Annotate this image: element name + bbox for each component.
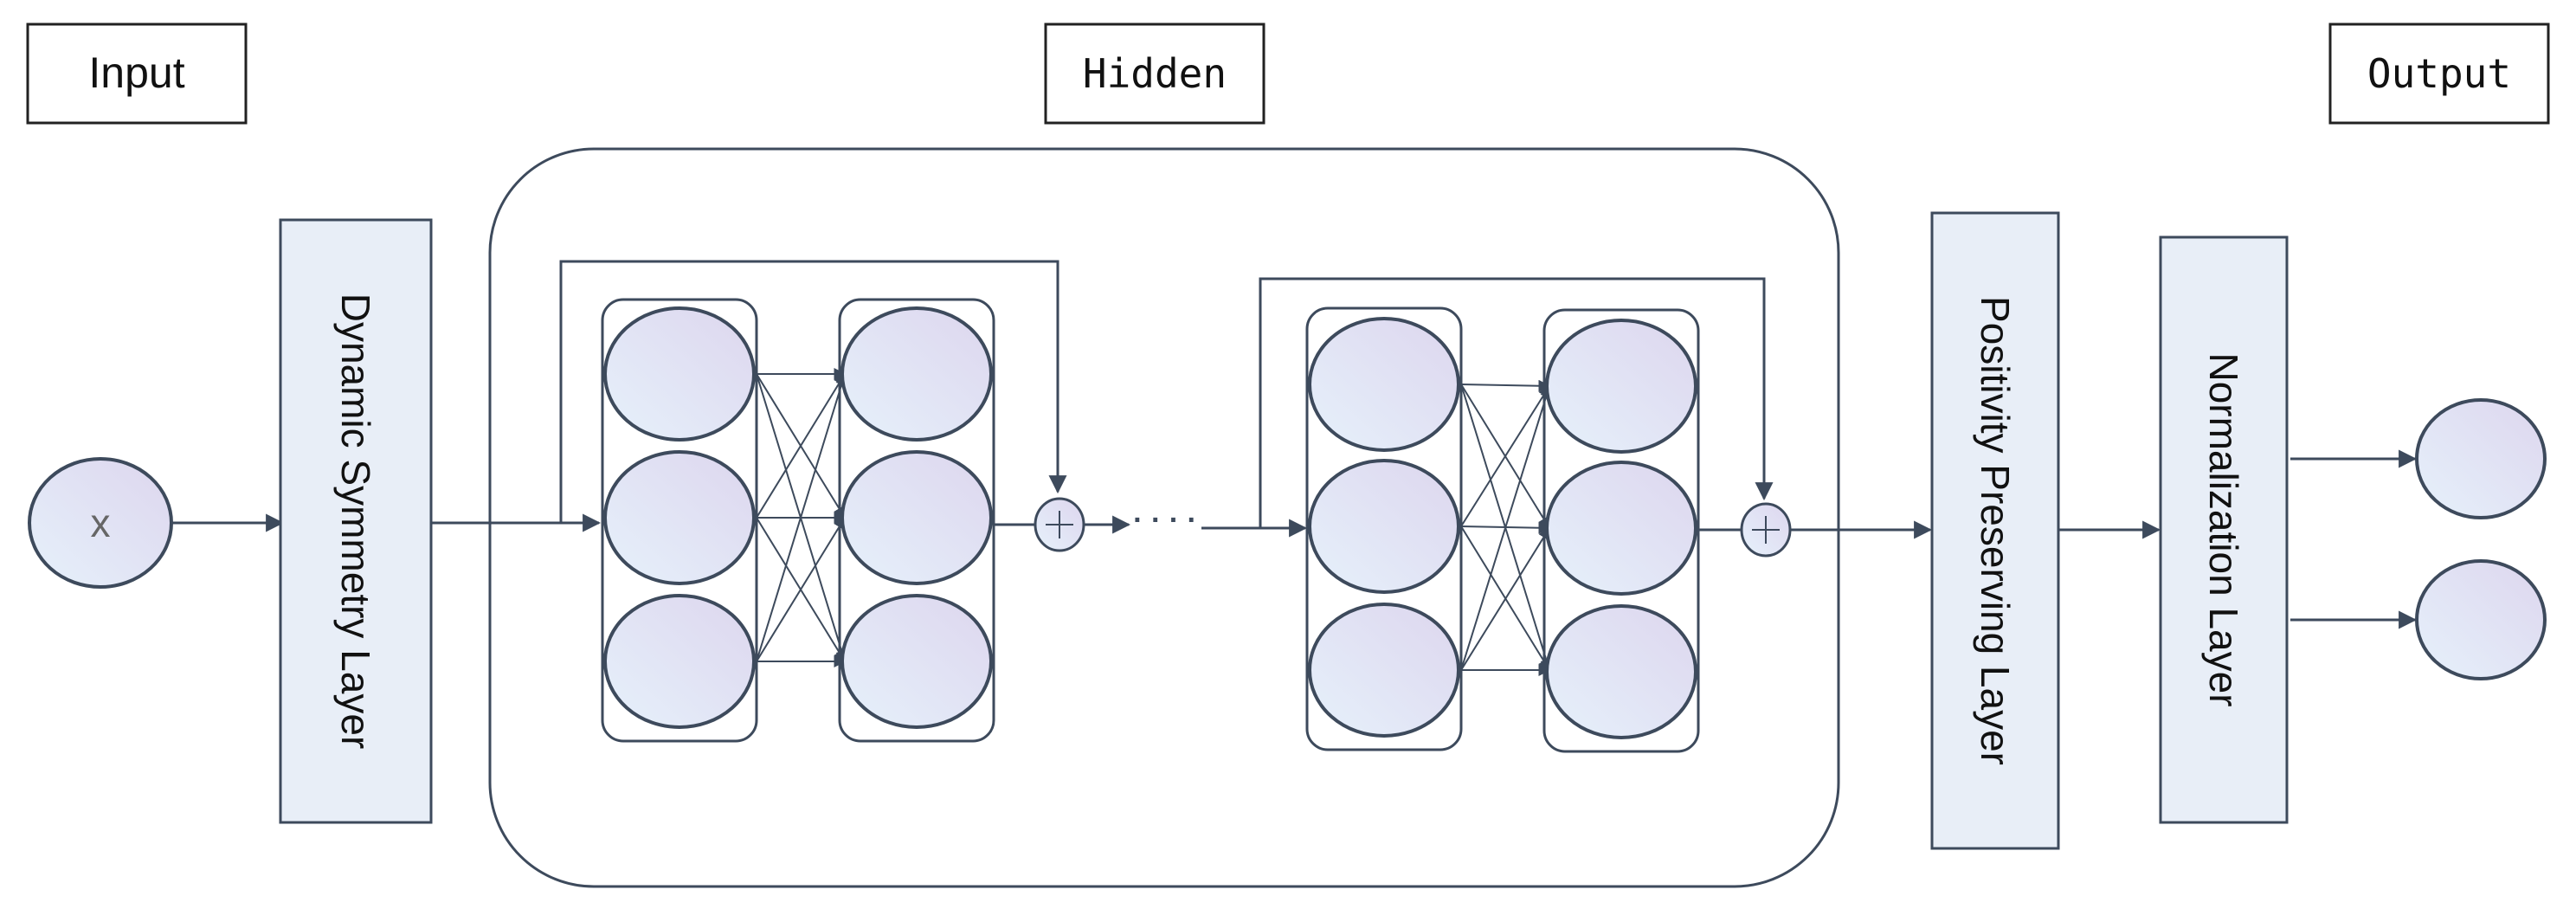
skip-connection-1 [559, 260, 1067, 523]
header-output: Output [2328, 23, 2550, 125]
block1-node-b2 [840, 450, 993, 585]
block1-connections [756, 368, 847, 667]
block1-group-a [601, 298, 758, 743]
block1-node-a1 [603, 306, 756, 442]
block2-node-b1 [1545, 319, 1697, 454]
header-hidden: Hidden [1044, 23, 1265, 125]
hidden-container [488, 147, 1840, 888]
block1-node-b3 [840, 594, 993, 729]
block2-node-a2 [1308, 459, 1460, 594]
dynamic-symmetry-layer-label: Dynamic Symmetry Layer [333, 293, 378, 750]
dynamic-symmetry-layer: Dynamic Symmetry Layer [279, 218, 433, 824]
output-node-2 [2415, 559, 2547, 680]
header-hidden-label: Hidden [1083, 50, 1227, 97]
block2-group-a [1305, 306, 1463, 751]
block1-node-b1 [840, 306, 993, 442]
input-node-label: x [91, 500, 111, 545]
skip-connection-2 [1259, 277, 1774, 528]
header-input: Input [26, 23, 248, 125]
block1-node-a3 [603, 594, 756, 729]
normalization-layer-label: Normalization Layer [2201, 352, 2246, 706]
block1-node-a2 [603, 450, 756, 585]
block2-connections [1460, 379, 1552, 676]
plus-circle-icon [1740, 502, 1792, 558]
block1-nodes [603, 306, 993, 729]
ellipsis-dots: · · · · [1133, 504, 1197, 537]
block2-nodes [1308, 317, 1697, 739]
block2-node-a1 [1308, 317, 1460, 452]
positivity-preserving-layer-label: Positivity Preserving Layer [1973, 296, 2018, 765]
block2-node-b2 [1545, 461, 1697, 596]
positivity-preserving-layer: Positivity Preserving Layer [1930, 211, 2060, 850]
block2-node-a3 [1308, 603, 1460, 738]
header-output-label: Output [2367, 50, 2511, 97]
input-node: x [28, 457, 173, 589]
block2-node-b3 [1545, 604, 1697, 739]
plus-circle-icon [1034, 497, 1085, 552]
header-input-label: Input [88, 48, 184, 97]
output-node-1 [2415, 398, 2547, 519]
normalization-layer: Normalization Layer [2159, 235, 2289, 824]
